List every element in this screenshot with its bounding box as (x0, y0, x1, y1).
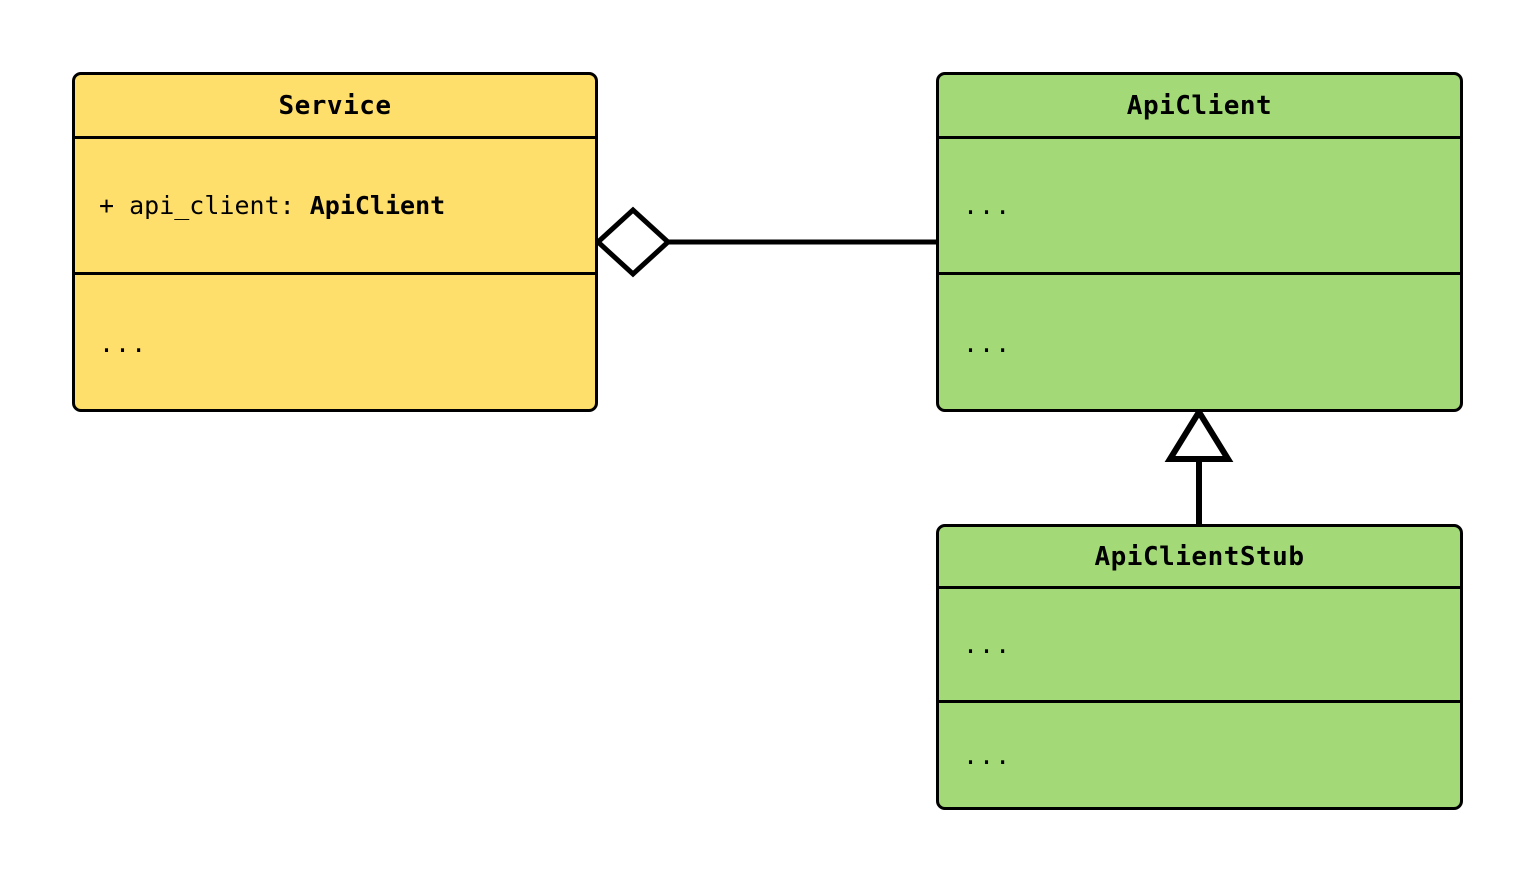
generalization-stub-apiclient[interactable] (1164, 406, 1234, 524)
class-box-api-client[interactable]: ApiClient ... ... (936, 72, 1463, 412)
class-methods-service: ... (75, 272, 595, 409)
aggregation-service-apiclient[interactable] (594, 206, 936, 278)
class-attributes-api-client: ... (939, 136, 1460, 272)
attributes-ellipsis: ... (963, 630, 1012, 659)
class-title-api-client-stub: ApiClientStub (1094, 541, 1305, 572)
hollow-diamond-icon (594, 206, 672, 278)
class-title-api-client: ApiClient (1126, 90, 1273, 121)
attributes-ellipsis: ... (963, 191, 1012, 220)
attribute-api-client-label: + api_client: (99, 191, 310, 220)
class-box-api-client-stub[interactable]: ApiClientStub ... ... (936, 524, 1463, 810)
class-attributes-service: + api_client: ApiClient (75, 136, 595, 272)
class-methods-api-client: ... (939, 272, 1460, 409)
class-box-service[interactable]: Service + api_client: ApiClient ... (72, 72, 598, 412)
class-attributes-api-client-stub: ... (939, 586, 1460, 700)
attribute-api-client-type: ApiClient (309, 191, 446, 220)
attribute-api-client: + api_client: ApiClient (99, 193, 445, 218)
methods-ellipsis: ... (963, 740, 1012, 770)
class-methods-api-client-stub: ... (939, 700, 1460, 807)
methods-ellipsis: ... (963, 329, 1012, 358)
methods-ellipsis: ... (99, 329, 148, 358)
hollow-triangle-icon (1164, 406, 1234, 462)
class-title-service: Service (278, 90, 392, 121)
